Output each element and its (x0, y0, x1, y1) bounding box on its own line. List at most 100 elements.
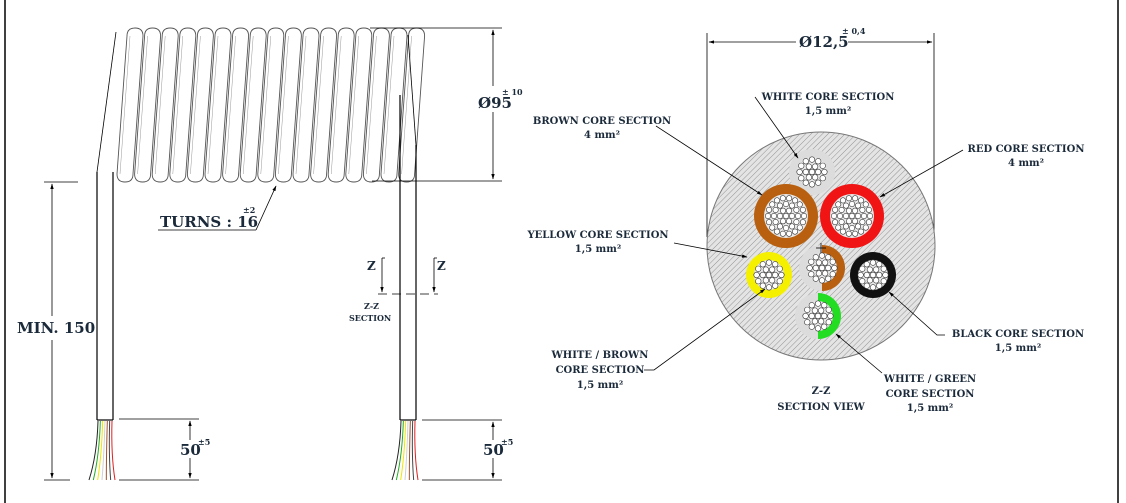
black-core (850, 252, 896, 298)
strand (762, 277, 770, 284)
wire-strand (404, 420, 409, 481)
strand (808, 258, 815, 265)
coil-turn-edge (190, 35, 201, 175)
strand (800, 213, 807, 220)
white-green-core-area: 1,5 mm² (907, 403, 953, 414)
strand (772, 282, 779, 289)
strip-right-tolerance: ±5 (501, 437, 513, 447)
section-view-title2: SECTION VIEW (777, 402, 865, 413)
strand (808, 156, 816, 163)
strand (759, 261, 766, 268)
wire-strand (400, 420, 407, 481)
wire-strand (414, 420, 419, 481)
strand (819, 162, 826, 169)
strand (779, 230, 786, 237)
wire-strand (408, 420, 411, 481)
strand (825, 319, 832, 326)
strand (852, 230, 859, 237)
strand (796, 168, 803, 176)
strand (832, 206, 839, 213)
black-core-area: 1,5 mm² (995, 343, 1041, 354)
strand (798, 162, 805, 169)
coil-turn-edge (137, 35, 148, 175)
white-core-label: WHITE CORE SECTION (761, 92, 895, 103)
dia-value: Ø95 (478, 94, 512, 112)
black-core-leader (888, 291, 945, 336)
coil-turn-edge (207, 35, 219, 175)
strand (859, 265, 866, 272)
strand (860, 213, 867, 220)
strand (852, 195, 859, 202)
strand (812, 254, 819, 261)
wire-strand (97, 420, 104, 481)
strand (802, 312, 809, 320)
strand (802, 179, 809, 186)
white-brown-core-leader (644, 288, 766, 371)
strand (854, 213, 861, 220)
coil-turn (362, 27, 390, 183)
strand (876, 271, 883, 279)
strand (863, 261, 870, 268)
strand (866, 213, 873, 220)
strand (814, 300, 822, 307)
wire-strand (88, 420, 99, 481)
yellow-core-label: YELLOW CORE SECTION (526, 230, 668, 241)
coil-turns (116, 27, 426, 183)
strand (854, 202, 861, 209)
strand (825, 306, 832, 313)
strand (857, 228, 864, 235)
strand (788, 223, 795, 230)
strand (872, 277, 880, 284)
wire-strand (391, 420, 402, 481)
strand (791, 228, 798, 235)
strand (773, 197, 780, 204)
strand (772, 261, 779, 268)
strand (859, 219, 866, 226)
strand (802, 158, 809, 165)
wire-strand (105, 420, 108, 481)
strand (831, 264, 838, 272)
strand (821, 312, 828, 320)
strand (765, 284, 773, 291)
wires-left (88, 420, 116, 481)
wire-strand (92, 420, 101, 481)
od-tolerance: ± 0,4 (842, 26, 866, 36)
coil-turn-edge (366, 35, 377, 175)
red-core (820, 184, 884, 248)
strand (766, 219, 773, 226)
coil-turn-edge (295, 35, 307, 175)
strand (776, 278, 783, 285)
strand (869, 284, 877, 291)
strand (811, 174, 819, 181)
strand (825, 264, 832, 272)
strand (802, 168, 809, 176)
strand (851, 207, 858, 214)
strand (862, 224, 869, 231)
brown-core (754, 184, 818, 248)
left-lead-slant (96, 31, 117, 173)
wire-strand (101, 420, 106, 481)
yellow-core-leader (673, 242, 748, 258)
strand (769, 201, 776, 208)
strand (755, 265, 762, 272)
strand (839, 197, 846, 204)
strand (829, 271, 836, 278)
strand (848, 213, 855, 220)
white-core (789, 149, 835, 195)
strand (848, 225, 855, 232)
strand (821, 302, 828, 309)
strand (764, 213, 771, 220)
strand (836, 213, 843, 220)
strand (773, 228, 780, 235)
coil-turn (169, 27, 197, 183)
strand (825, 254, 832, 261)
section-caption-line1: Z-Z (364, 301, 379, 311)
strand (817, 318, 825, 325)
strand (862, 201, 869, 208)
strand (876, 282, 883, 289)
strand (776, 213, 783, 220)
wire-strand (108, 420, 112, 481)
strand (785, 207, 792, 214)
strand (786, 195, 793, 202)
strand (866, 266, 874, 273)
